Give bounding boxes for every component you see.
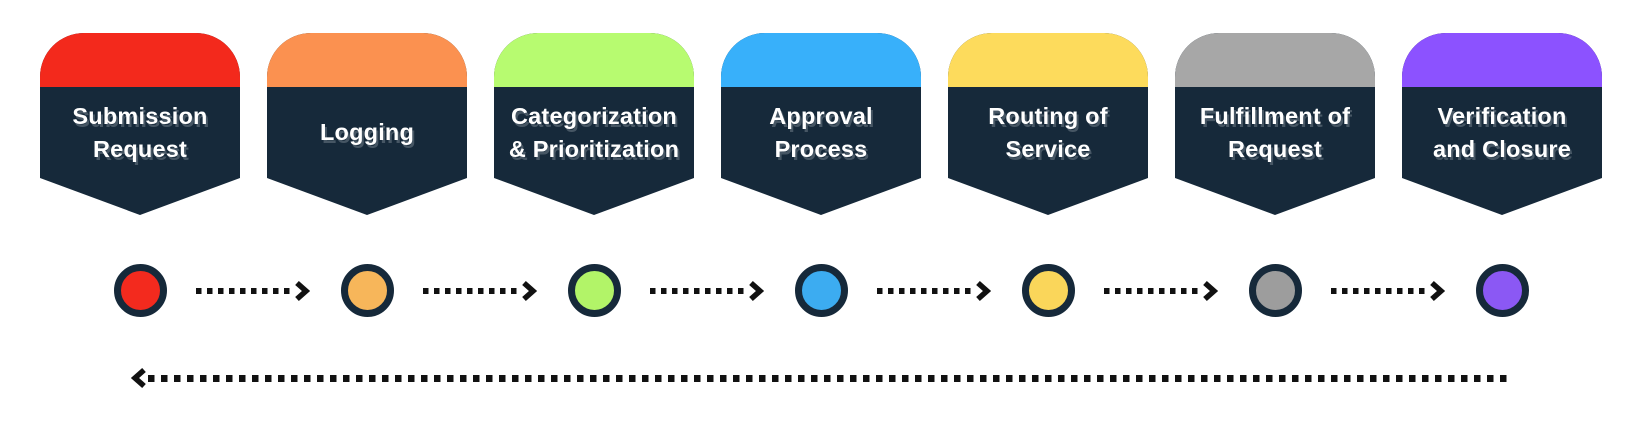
dot-cell [948,264,1148,317]
step-arrow [1104,279,1218,303]
step-label-line: & Prioritization [508,135,680,162]
step-label-line: Verification [1437,102,1567,129]
step-banner-cap [494,33,694,87]
step-arrow [877,279,991,303]
arrow-right-icon [1430,280,1445,301]
step-dot [1248,264,1302,317]
dot-cell [494,264,694,317]
step-banner: Categorization & Prioritization [494,33,694,215]
step-banner-cap [1175,33,1375,87]
step-dot [567,264,621,317]
step-label-line: Request [92,135,188,162]
dot-cell [721,264,921,317]
step-label-line: Categorization [510,102,677,129]
step-arrow [650,279,764,303]
dotted-line [1104,287,1201,294]
arrow-right-icon [1203,280,1218,301]
step-label-line: Request [1227,135,1323,162]
step-label-line: Submission [72,102,208,129]
dots-row [0,264,1642,317]
step-banner-cap [948,33,1148,87]
step-dot [113,264,167,317]
step-label: Categorization & Prioritization [494,87,694,178]
step-label: Logging [267,87,467,178]
dotted-line [1331,287,1428,294]
dotted-line [877,287,974,294]
return-arrow [131,365,1508,391]
return-dotted-line [148,374,1508,382]
arrow-right-icon [295,280,310,301]
step-dot [1475,264,1529,317]
dot-cell [267,264,467,317]
arrow-right-icon [976,280,991,301]
dot-cell [1402,264,1602,317]
step-label-line: Routing of [988,102,1108,129]
dotted-line [650,287,747,294]
step-banner-cap [267,33,467,87]
step-arrow [423,279,537,303]
step-banner: Verification and Closure [1402,33,1602,215]
step-dot [794,264,848,317]
step-arrow [196,279,310,303]
step-banner: Routing of Service [948,33,1148,215]
step-label: Fulfillment of Request [1175,87,1375,178]
dot-cell [40,264,240,317]
step-banner-cap [1402,33,1602,87]
step-label-line: Service [1005,135,1091,162]
step-label-line: Approval [769,102,873,129]
arrow-right-icon [522,280,537,301]
dotted-line [196,287,293,294]
arrow-right-icon [749,280,764,301]
arrow-left-icon [131,367,146,389]
step-label-line: Logging [319,119,415,145]
step-banner-cap [40,33,240,87]
step-arrow [1331,279,1445,303]
step-label-line: Fulfillment of [1199,102,1351,129]
step-label-line: Process [774,135,868,162]
step-label-line: and Closure [1432,135,1571,162]
dotted-line [423,287,520,294]
step-banner-cap [721,33,921,87]
step-dot [1021,264,1075,317]
step-dot [340,264,394,317]
step-label: Routing of Service [948,87,1148,178]
dot-cell [1175,264,1375,317]
step-label: Verification and Closure [1402,87,1602,178]
step-banner: Logging [267,33,467,215]
step-banner: Fulfillment of Request [1175,33,1375,215]
